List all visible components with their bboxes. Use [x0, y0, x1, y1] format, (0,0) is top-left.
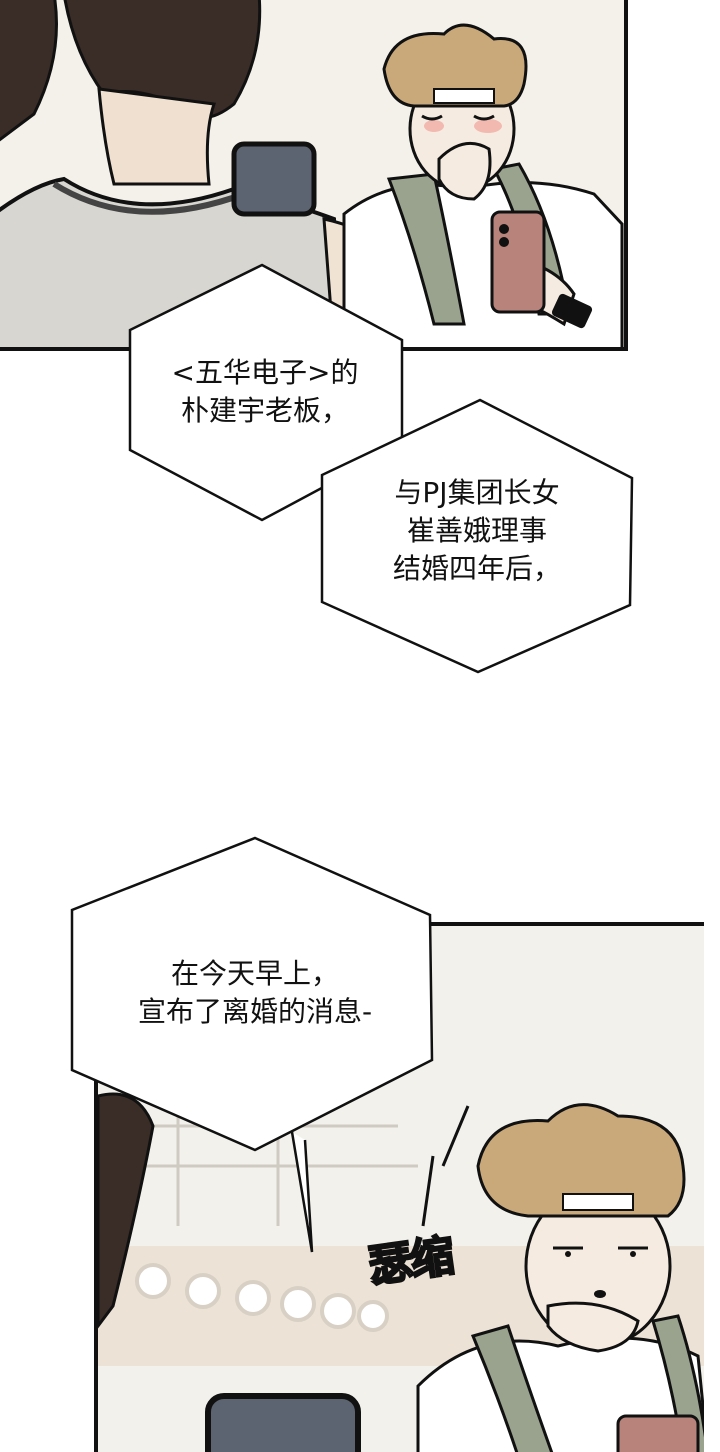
- bottom-character-hair: [476, 1103, 686, 1218]
- bottom-phone-right: [616, 1414, 700, 1452]
- gym-lights: [135, 1263, 389, 1332]
- wristband: [551, 293, 593, 329]
- sound-effect-text: 瑟缩: [364, 1229, 456, 1293]
- speech-bubble-2-line: 崔善娥理事: [406, 514, 547, 547]
- speech-bubble-1-text: <五华电子>的 朴建宇老板，: [150, 354, 380, 430]
- bottom-towel: [470, 1314, 704, 1452]
- speech-bubble-3-text: 在今天早上， 宣布了离婚的消息-: [95, 955, 415, 1031]
- speech-bubble-2-line: 与PJ集团长女: [394, 476, 560, 509]
- phone-back: [231, 141, 317, 217]
- speech-bubble-2-line: 结婚四年后，: [392, 552, 561, 585]
- hand-on-mouth: [437, 141, 492, 201]
- comic-panel-top: [0, 0, 628, 351]
- phone-front: [490, 210, 546, 314]
- panel-bottom-art: [98, 1092, 704, 1452]
- speech-bubble-3-line: 宣布了离婚的消息-: [137, 995, 373, 1028]
- bottom-headband: [562, 1193, 634, 1211]
- bottom-hand: [546, 1301, 640, 1353]
- background-person-head: [0, 0, 58, 142]
- speech-bubble-3-line: 在今天早上，: [170, 957, 339, 990]
- bottom-phone-left: [205, 1393, 361, 1452]
- panel-top-art: [0, 0, 624, 347]
- speech-bubble-1-line: 朴建宇老板，: [180, 394, 349, 427]
- headband: [433, 88, 495, 104]
- speech-bubble-1-line: <五华电子>的: [171, 356, 359, 389]
- man-back-neck: [97, 87, 216, 186]
- right-character-hair: [382, 23, 528, 108]
- speech-bubble-2-text: 与PJ集团长女 崔善娥理事 结婚四年后，: [352, 474, 602, 588]
